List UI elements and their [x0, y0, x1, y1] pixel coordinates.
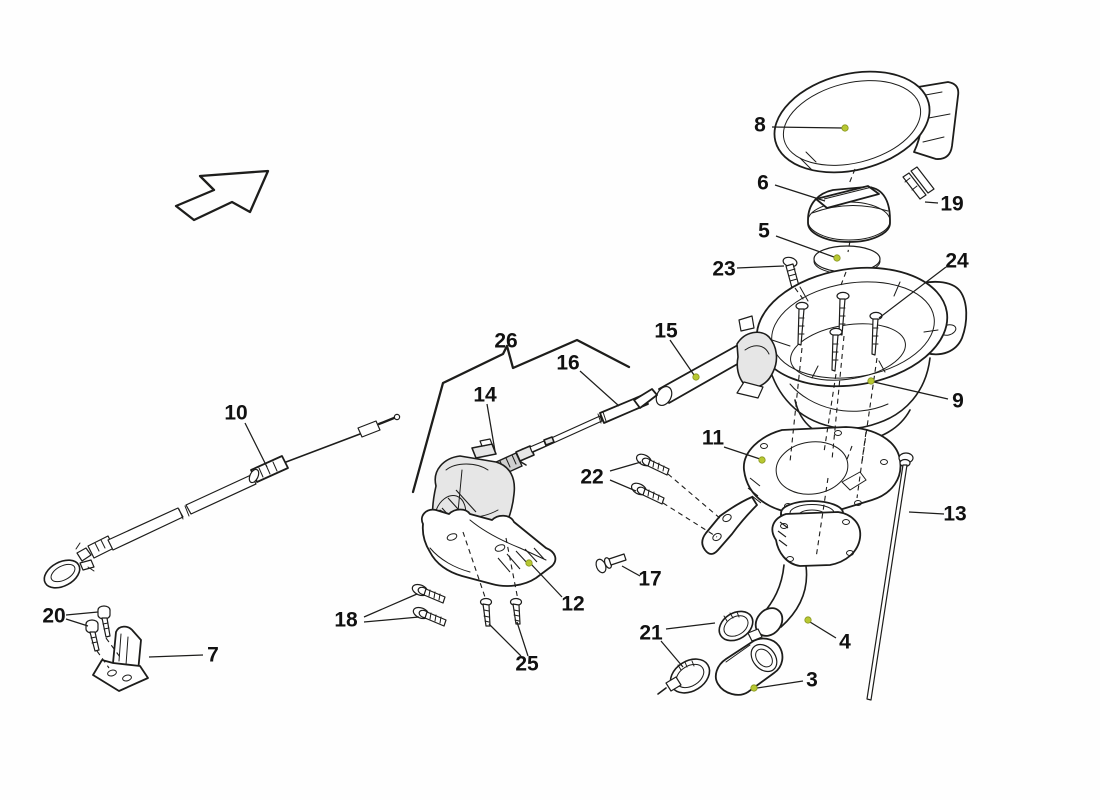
part-support-rod: [866, 452, 914, 701]
callout-label-8: 8: [754, 113, 766, 137]
callout-label-17: 17: [638, 567, 662, 591]
part-screws-22: [630, 453, 670, 505]
screw-24-b: [836, 291, 850, 336]
clamp-21-b: [657, 658, 711, 695]
callout-label-24: 24: [945, 249, 969, 273]
part-filler-pocket-housing: [738, 266, 968, 456]
callout-label-6: 6: [757, 171, 769, 195]
callout-leaders: [65, 126, 949, 689]
part-filler-pipe: [754, 500, 862, 637]
screw-22-a: [635, 453, 670, 476]
construction-lines: [96, 168, 878, 669]
callout-label-19: 19: [940, 192, 964, 216]
direction-arrow-icon: [174, 169, 270, 222]
part-l-bracket: [92, 625, 149, 692]
callout-label-26: 26: [494, 329, 518, 353]
callout-label-16: 16: [556, 351, 580, 375]
part-screw-23: [782, 256, 800, 289]
callout-label-15: 15: [654, 319, 678, 343]
callout-label-21: 21: [639, 621, 663, 645]
callout-label-7: 7: [207, 643, 219, 667]
callout-label-14: 14: [473, 383, 497, 407]
screw-20-b: [97, 605, 111, 638]
part-retaining-clip: [902, 166, 935, 200]
callout-label-5: 5: [758, 219, 770, 243]
part-mounting-plate: [701, 426, 902, 555]
callout-label-13: 13: [943, 502, 967, 526]
callout-label-22: 22: [580, 465, 604, 489]
part-fuel-cap: [807, 185, 891, 243]
callout-dots: [525, 124, 875, 692]
callout-label-3: 3: [806, 668, 818, 692]
group-bracket-26: [411, 338, 631, 494]
part-seal-disc: [813, 245, 881, 275]
callout-label-4: 4: [839, 630, 851, 654]
part-screws-20: [85, 605, 111, 652]
screw-20-a: [85, 619, 100, 652]
callout-label-18: 18: [334, 608, 358, 632]
part-bowden-cable: [43, 413, 401, 589]
callout-label-10: 10: [224, 401, 248, 425]
part-actuator-bracket: [421, 508, 557, 587]
part-screws-25: [479, 597, 523, 627]
screw-25-b: [509, 597, 523, 625]
part-drain-funnel: [655, 331, 778, 407]
clamp-21-a: [718, 610, 763, 642]
screw-24-a: [795, 301, 809, 346]
screw-18-a: [411, 583, 446, 604]
callout-label-9: 9: [952, 389, 964, 413]
part-release-cable: [517, 388, 658, 466]
screw-18-b: [412, 606, 447, 627]
part-hose-clamps: [657, 610, 763, 695]
callout-label-12: 12: [561, 592, 585, 616]
callout-label-25: 25: [515, 652, 539, 676]
screw-25-a: [479, 597, 493, 627]
screw-24-c: [869, 311, 883, 356]
part-screws-18: [411, 583, 447, 627]
part-fuel-filler-flap: [773, 70, 960, 174]
screw-24-d: [829, 327, 843, 372]
callout-label-20: 20: [42, 604, 66, 628]
screw-22-b: [630, 482, 665, 505]
callout-label-11: 11: [701, 426, 725, 450]
part-housing-screws: [795, 291, 883, 372]
callout-label-23: 23: [712, 257, 736, 281]
part-rivet: [595, 553, 627, 574]
part-hose: [714, 637, 784, 696]
